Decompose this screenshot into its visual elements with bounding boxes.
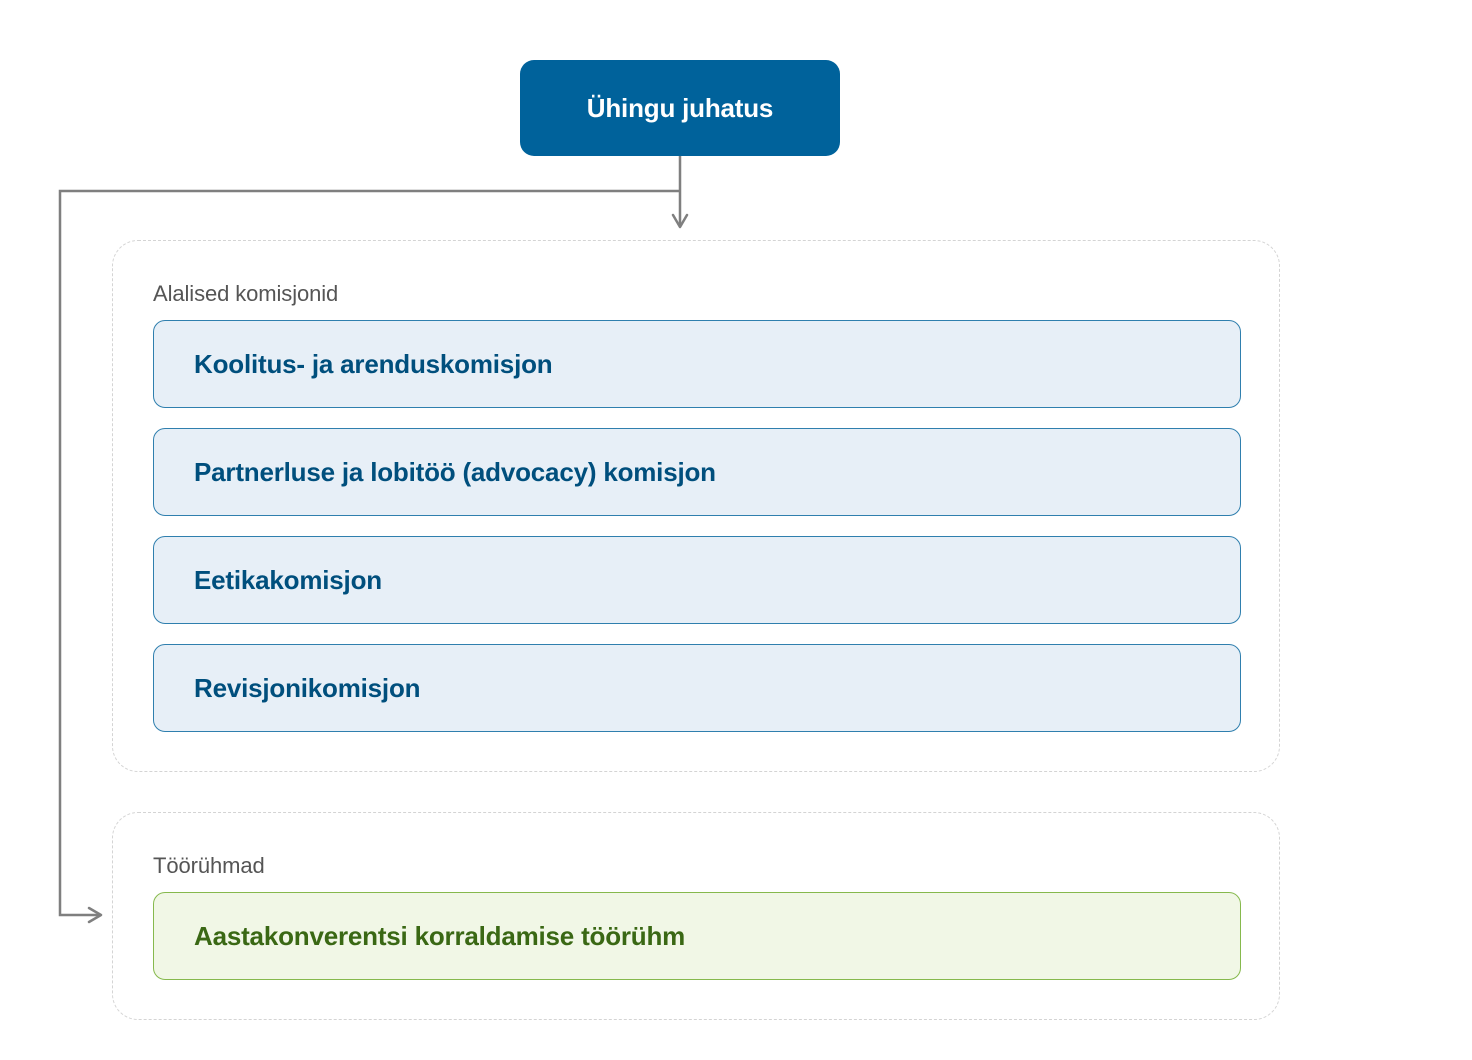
arrowhead-workgroups-icon: [87, 906, 103, 924]
root-node-label: Ühingu juhatus: [586, 92, 774, 123]
committee-label: Koolitus- ja arenduskomisjon: [194, 348, 553, 379]
committee-audit[interactable]: Revisjonikomisjon: [153, 644, 1241, 732]
group-label-working-groups: Töörühmad: [153, 853, 265, 878]
committee-partnership-advocacy[interactable]: Partnerluse ja lobitöö (advocacy) komisj…: [153, 428, 1241, 516]
workgroup-label: Aastakonverentsi korraldamise töörühm: [194, 920, 686, 951]
group-standing-committees: Alalised komisjonid Koolitus- ja arendus…: [112, 240, 1280, 772]
workgroup-annual-conference[interactable]: Aastakonverentsi korraldamise töörühm: [153, 892, 1241, 980]
root-node-board[interactable]: Ühingu juhatus: [520, 60, 840, 156]
committee-ethics[interactable]: Eetikakomisjon: [153, 536, 1241, 624]
group-label-standing-committees: Alalised komisjonid: [153, 281, 339, 306]
group-working-groups: Töörühmad Aastakonverentsi korraldamise …: [112, 812, 1280, 1020]
committee-training-development[interactable]: Koolitus- ja arenduskomisjon: [153, 320, 1241, 408]
committee-label: Partnerluse ja lobitöö (advocacy) komisj…: [194, 456, 716, 487]
committee-label: Revisjonikomisjon: [194, 672, 421, 703]
committee-label: Eetikakomisjon: [194, 564, 382, 595]
arrowhead-committees-icon: [671, 213, 689, 229]
